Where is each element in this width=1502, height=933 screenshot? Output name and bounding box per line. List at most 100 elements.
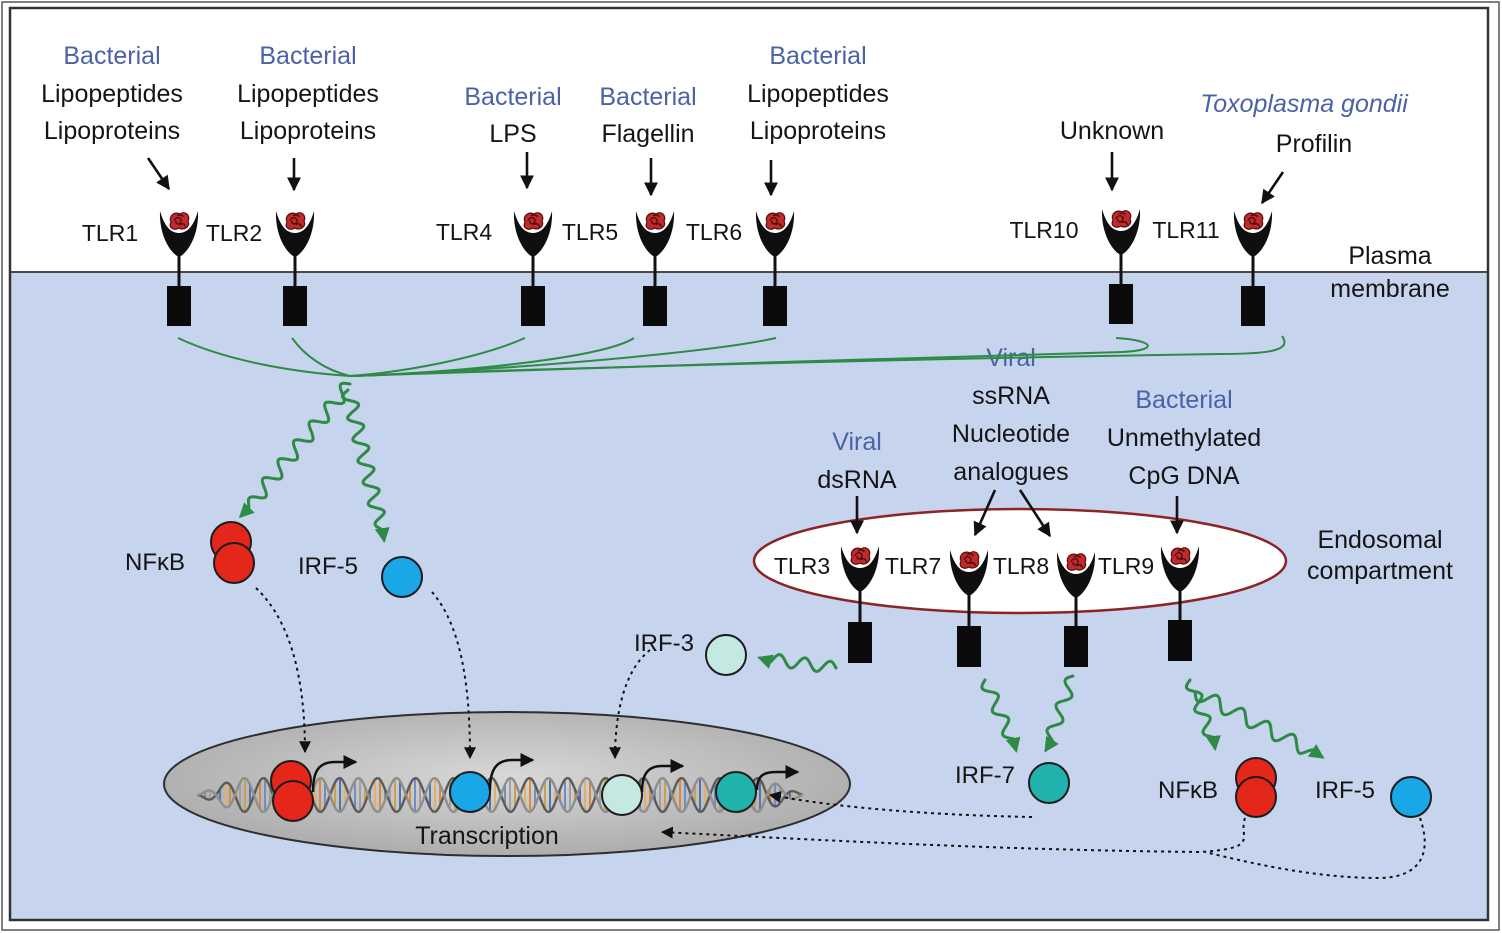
irf3-circle xyxy=(705,634,747,676)
tlr4-receptor xyxy=(513,210,553,326)
endosomal-receptor-labels: TLR3 TLR7 TLR8 TLR9 xyxy=(774,553,1154,579)
tlr10-label: TLR10 xyxy=(1009,217,1078,243)
nfkb-transcription-arrow xyxy=(311,755,358,793)
tlr5-ligand-source: Bacterial xyxy=(599,83,696,111)
irf5-surface-label: IRF-5 xyxy=(298,553,358,580)
tlr4-signal-line xyxy=(349,337,526,377)
tlr5-label: TLR5 xyxy=(562,219,618,245)
tlr2-tir-domain xyxy=(283,286,307,326)
dna-bound-irf3 xyxy=(601,774,643,816)
irf3-transcription-arrow xyxy=(640,759,685,793)
dna-bound-irf5 xyxy=(449,771,491,813)
tlr7-tlr8-ligand-line-3: analogues xyxy=(953,458,1068,486)
tlr11-ligand-arrow xyxy=(1260,171,1285,205)
tlr5-ligand-label: Bacterial Flagellin xyxy=(599,83,696,148)
tlr9-to-irf5-wave-arrow xyxy=(1193,690,1325,759)
translocation-arrows xyxy=(255,587,1426,880)
wavy-signal-arrows xyxy=(238,381,1325,759)
tlr5-receptor xyxy=(635,210,675,326)
surface-signaling-lines xyxy=(177,335,1286,377)
irf3-label: IRF-3 xyxy=(634,630,694,657)
tlr6-label: TLR6 xyxy=(686,219,742,245)
tlr4-ligand-label: Bacterial LPS xyxy=(464,83,561,148)
irf5-surface: IRF-5 xyxy=(298,553,423,598)
transcription-label: Transcription xyxy=(415,822,559,850)
irf5-transcription-arrow xyxy=(488,753,535,791)
plasma-membrane-label-line-1: Plasma xyxy=(1348,242,1431,270)
tlr1-ligand-line-1: Lipopeptides xyxy=(41,80,183,108)
tlr1-tir-domain xyxy=(167,286,191,326)
tlr3-tir-domain xyxy=(848,622,872,663)
tlr8-tir-domain xyxy=(1064,626,1088,667)
tlr6-ligand-label: Bacterial Lipopeptides Lipoproteins xyxy=(747,42,889,145)
tlr7-tir-domain xyxy=(957,626,981,667)
tlr11-ligand-label: Toxoplasma gondii Profilin xyxy=(1200,90,1409,158)
tlr4-ligand-source: Bacterial xyxy=(464,83,561,111)
tlr11-tir-domain xyxy=(1241,286,1265,326)
endosomal-nfkb-to-nucleus-arrow xyxy=(660,817,1246,854)
tlr3-ligand-line-1: dsRNA xyxy=(817,466,897,494)
tlr7-label: TLR7 xyxy=(885,553,941,579)
tlr6-ligand-line-1: Lipopeptides xyxy=(747,80,889,108)
irf5-circle xyxy=(1390,776,1432,818)
tlr11-label: TLR11 xyxy=(1152,217,1219,243)
nfkb-subunit xyxy=(213,542,255,584)
endosomal-label-line-2: compartment xyxy=(1307,557,1453,585)
irf5-circle xyxy=(381,556,423,598)
tlr9-ligand-line-1: Unmethylated xyxy=(1107,424,1261,452)
tlr8-label: TLR8 xyxy=(993,553,1049,579)
tlr9-tir-domain xyxy=(1168,620,1192,661)
tlr5-tir-domain xyxy=(643,286,667,326)
tlr10-tir-domain xyxy=(1109,284,1133,324)
tlr4-label: TLR4 xyxy=(436,219,492,245)
tlr7-tlr8-ligand-line-2: Nucleotide xyxy=(952,420,1070,448)
tlr10-ligand-line-1: Unknown xyxy=(1060,117,1164,145)
transcription-start-arrows xyxy=(311,753,800,793)
tlr1-ligand-label: Bacterial Lipopeptides Lipoproteins xyxy=(41,42,183,145)
tlr7-tlr8-ligand-line-1: ssRNA xyxy=(972,382,1050,410)
tlr8-receptor xyxy=(1056,551,1096,667)
tlr9-ligand-label: Bacterial Unmethylated CpG DNA xyxy=(1107,386,1261,490)
tlr3-to-irf3-wave-arrow xyxy=(757,653,838,673)
endosomal-label-line-1: Endosomal xyxy=(1317,526,1442,554)
tlr2-ligand-label: Bacterial Lipopeptides Lipoproteins xyxy=(237,42,379,145)
tlr2-signal-line xyxy=(291,337,351,377)
tlr1-ligand-line-2: Lipoproteins xyxy=(44,117,180,145)
tlr6-ligand-source: Bacterial xyxy=(769,42,866,70)
tlr3-receptor xyxy=(840,545,880,663)
tlr2-receptor xyxy=(275,210,315,326)
irf3-to-nucleus-arrow xyxy=(609,649,651,760)
nfkb-subunit xyxy=(1235,776,1277,818)
plasma-membrane-label-line-2: membrane xyxy=(1330,275,1450,303)
nucleus xyxy=(163,711,851,857)
tlr1-ligand-arrow xyxy=(146,157,171,191)
endosomal-compartment-label: Endosomal compartment xyxy=(1307,526,1453,585)
nfkb-endosomal: NFκB xyxy=(1158,757,1277,818)
dna-bound-factors xyxy=(270,760,757,822)
tlr11-ligand-source: Toxoplasma gondii xyxy=(1200,90,1409,118)
irf5-endosomal-label: IRF-5 xyxy=(1315,777,1375,804)
tlr4-ligand-line-1: LPS xyxy=(489,120,536,148)
irf7-label: IRF-7 xyxy=(955,762,1015,789)
tlr2-ligand-line-1: Lipopeptides xyxy=(237,80,379,108)
endosomal-compartment xyxy=(752,507,1288,615)
tlr11-ligand-line-1: Profilin xyxy=(1276,130,1352,158)
tlr11-receptor xyxy=(1233,210,1273,326)
tlr7-ligand-arrow xyxy=(973,489,997,537)
tlr6-ligand-line-2: Lipoproteins xyxy=(750,117,886,145)
irf7-transcription-arrow xyxy=(755,765,800,791)
tlr8-ligand-arrow xyxy=(1018,489,1052,538)
irf5-endosomal: IRF-5 xyxy=(1315,776,1432,818)
nfkb-endosomal-label: NFκB xyxy=(1158,777,1218,804)
tlr9-ligand-source: Bacterial xyxy=(1135,386,1232,414)
tlr8-to-irf7-wave-arrow xyxy=(1044,674,1075,753)
nfkb-surface: NFκB xyxy=(125,521,255,584)
tlr3-label: TLR3 xyxy=(774,553,830,579)
surface-to-nfkb-wave-arrow xyxy=(238,381,352,519)
surface-to-irf5-wave-arrow xyxy=(341,388,390,543)
tlr2-ligand-line-2: Lipoproteins xyxy=(240,117,376,145)
surface-receptor-labels: TLR1 TLR2 TLR4 TLR5 TLR6 TLR10 TLR11 xyxy=(82,217,1220,246)
plasma-membrane-label: Plasma membrane xyxy=(1330,242,1450,303)
